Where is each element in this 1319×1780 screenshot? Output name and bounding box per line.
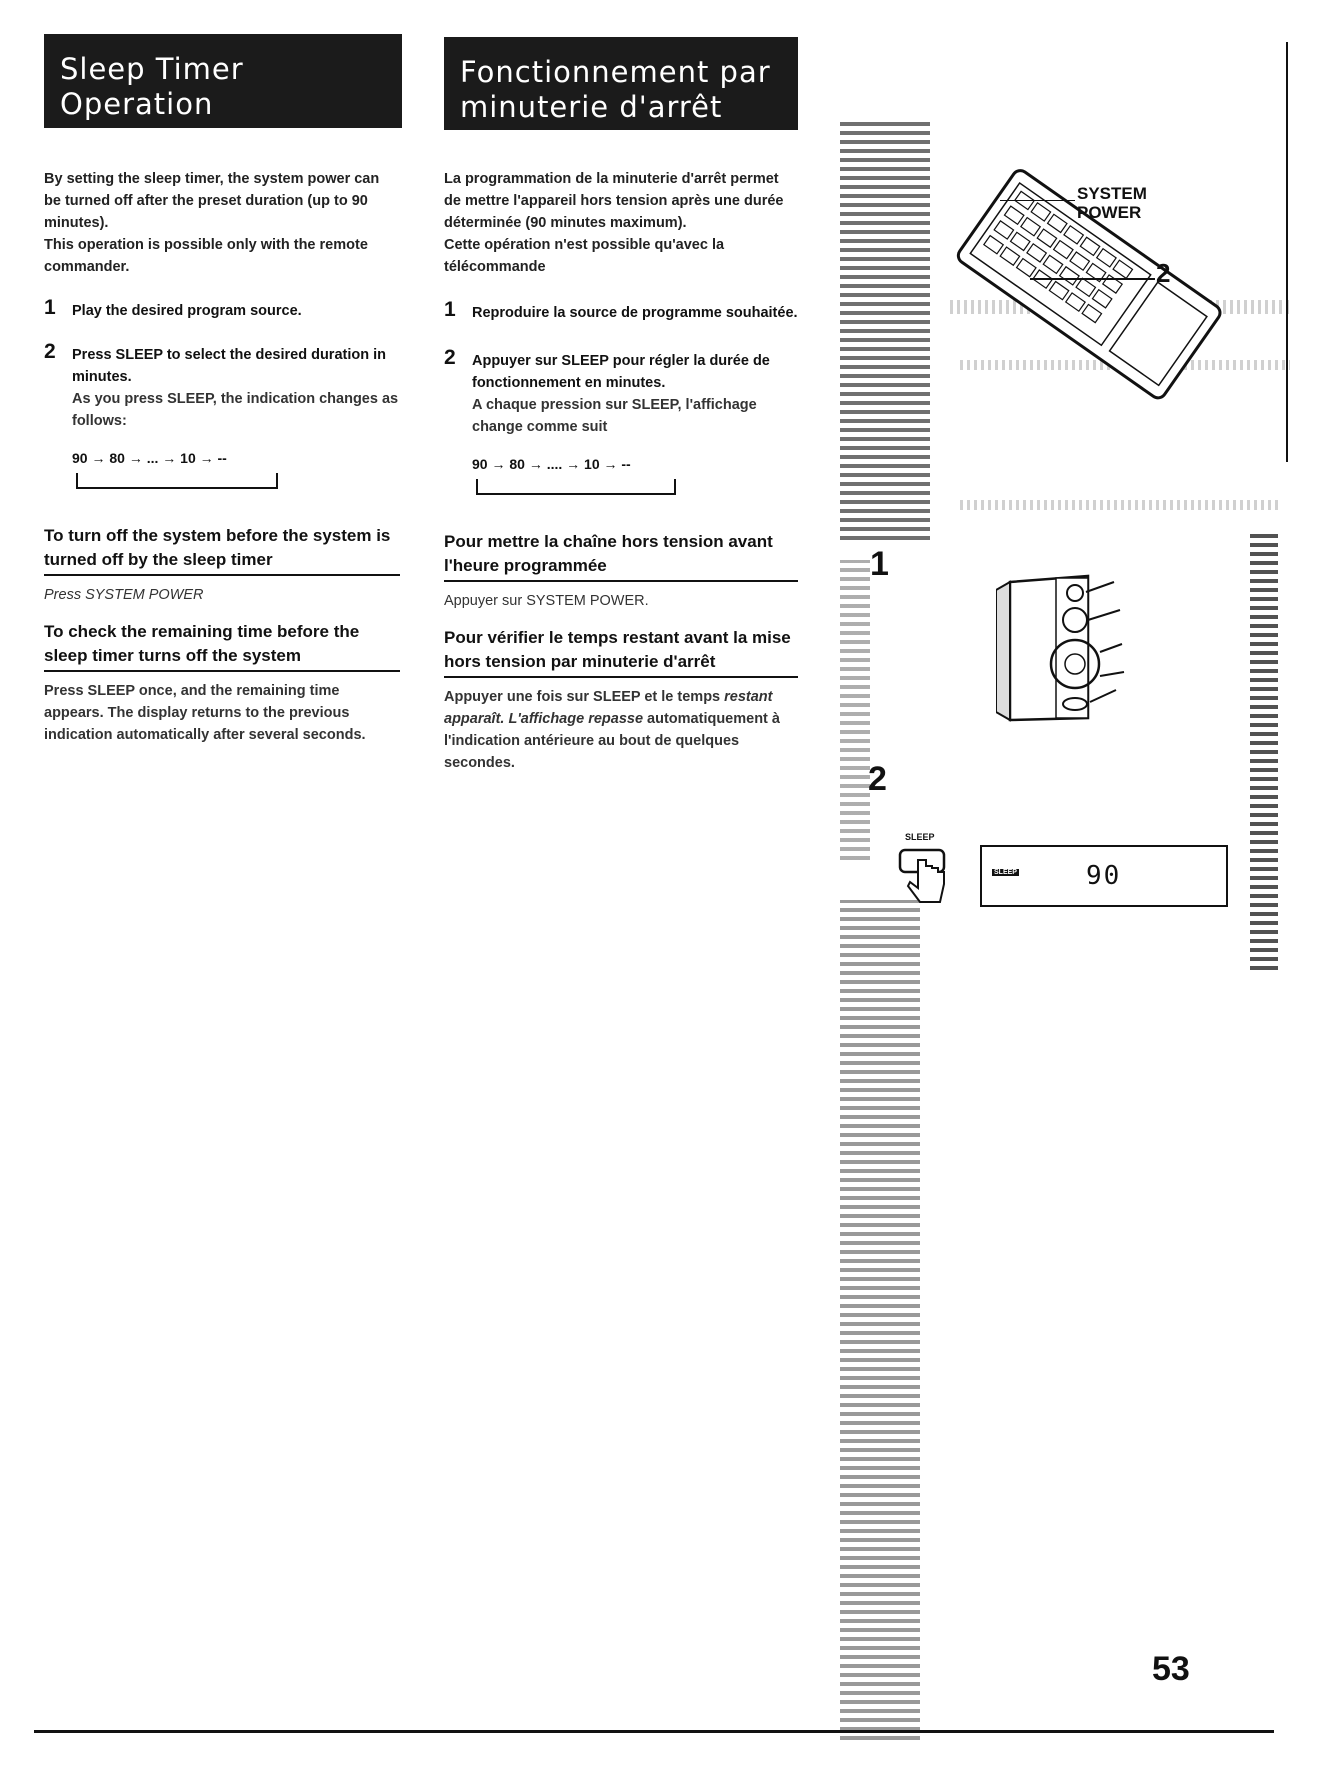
subsection-text-a: Appuyer une fois sur SLEEP et le temps	[444, 689, 721, 705]
french-step-2: 2 Appuyer sur SLEEP pour régler la durée…	[444, 346, 798, 438]
illustration-step-1: 1	[870, 545, 889, 583]
english-subsection-2: To check the remaining time before the s…	[44, 620, 400, 746]
sequence-loop-line	[476, 479, 676, 495]
subsection-heading: To check the remaining time before the s…	[44, 620, 400, 672]
subsection-heading: To turn off the system before the system…	[44, 524, 400, 576]
subsection-text: Press SYSTEM POWER	[44, 587, 204, 603]
scan-noise-right-strip	[1250, 530, 1278, 970]
step-description: A chaque pression sur SLEEP, l'affichage…	[472, 397, 757, 435]
french-subsection-1: Pour mettre la chaîne hors tension avant…	[444, 530, 798, 612]
system-power-line2: POWER	[1077, 203, 1142, 222]
subsection-heading: Pour mettre la chaîne hors tension avant…	[444, 530, 798, 582]
french-step-1: 1 Reproduire la source de programme souh…	[444, 298, 798, 324]
sequence-text: 90 → 80 → .... → 10 → --	[472, 456, 631, 472]
display-panel: SLEEP 90	[980, 845, 1228, 907]
french-title-line1: Fonctionnement par	[460, 55, 771, 89]
step-instruction: Play the desired program source.	[72, 303, 302, 319]
subsection-text: Appuyer sur SYSTEM POWER.	[444, 593, 649, 609]
step-instruction: Press SLEEP to select the desired durati…	[72, 347, 386, 385]
french-title-line2: minuterie d'arrêt	[460, 90, 723, 124]
french-intro-2: Cette opération n'est possible qu'avec l…	[444, 237, 725, 275]
english-intro-2: This operation is possible only with the…	[44, 237, 368, 275]
step-number: 2	[444, 346, 456, 369]
subsection-text: Press SLEEP once, and the remaining time…	[44, 683, 366, 743]
english-step-1: 1 Play the desired program source.	[44, 296, 400, 322]
sequence-loop-line	[76, 473, 278, 489]
remote-commander-illustration	[956, 169, 1222, 400]
french-title-block: Fonctionnement par minuterie d'arrêt	[444, 37, 798, 130]
french-column: La programmation de la minuterie d'arrêt…	[444, 168, 798, 774]
english-column: By setting the sleep timer, the system p…	[44, 168, 400, 746]
speaker-illustration	[996, 574, 1125, 722]
callout-2-leader-line	[1030, 278, 1155, 280]
step-instruction: Reproduire la source de programme souhai…	[472, 305, 798, 321]
sleep-button-label: SLEEP	[905, 832, 935, 842]
step-number: 1	[44, 296, 56, 319]
step-description: As you press SLEEP, the indication chang…	[72, 391, 399, 429]
subsection-text-b: restant apparaît. L'affichage repasse	[444, 689, 773, 727]
subsection-heading: Pour vérifier le temps restant avant la …	[444, 626, 798, 678]
french-intro-1: La programmation de la minuterie d'arrêt…	[444, 171, 784, 231]
english-title-line1: Sleep Timer	[60, 52, 244, 86]
page-number: 53	[1152, 1650, 1190, 1688]
french-sequence: 90 → 80 → .... → 10 → --	[472, 456, 798, 504]
english-subsection-1: To turn off the system before the system…	[44, 524, 400, 606]
step-number: 2	[44, 340, 56, 363]
english-intro-1: By setting the sleep timer, the system p…	[44, 171, 380, 231]
system-power-label: SYSTEM POWER	[1077, 184, 1147, 222]
sleep-button-hand-icon	[898, 848, 946, 903]
french-subsection-2: Pour vérifier le temps restant avant la …	[444, 626, 798, 774]
bottom-rule	[34, 1730, 1274, 1733]
system-power-leader-line	[1000, 200, 1075, 201]
step-instruction: Appuyer sur SLEEP pour régler la durée d…	[472, 353, 770, 391]
english-title-line2: Operation	[60, 87, 214, 121]
display-value: 90	[1086, 861, 1122, 891]
step-number: 1	[444, 298, 456, 321]
subsection-text: Appuyer une fois sur SLEEP et le temps r…	[444, 686, 798, 774]
system-power-line1: SYSTEM	[1077, 184, 1147, 203]
right-margin-line	[1286, 42, 1288, 462]
english-step-2: 2 Press SLEEP to select the desired dura…	[44, 340, 400, 432]
english-sequence: 90 → 80 → ... → 10 → --	[72, 450, 400, 498]
display-sleep-indicator: SLEEP	[992, 869, 1019, 876]
sequence-text: 90 → 80 → ... → 10 → --	[72, 450, 227, 466]
callout-number-2: 2	[1156, 258, 1171, 288]
illustration-step-2: 2	[868, 760, 887, 798]
english-title-block: Sleep Timer Operation	[44, 34, 402, 128]
subsection-text-c: automatiquement à l'indication antérieur…	[444, 711, 780, 771]
